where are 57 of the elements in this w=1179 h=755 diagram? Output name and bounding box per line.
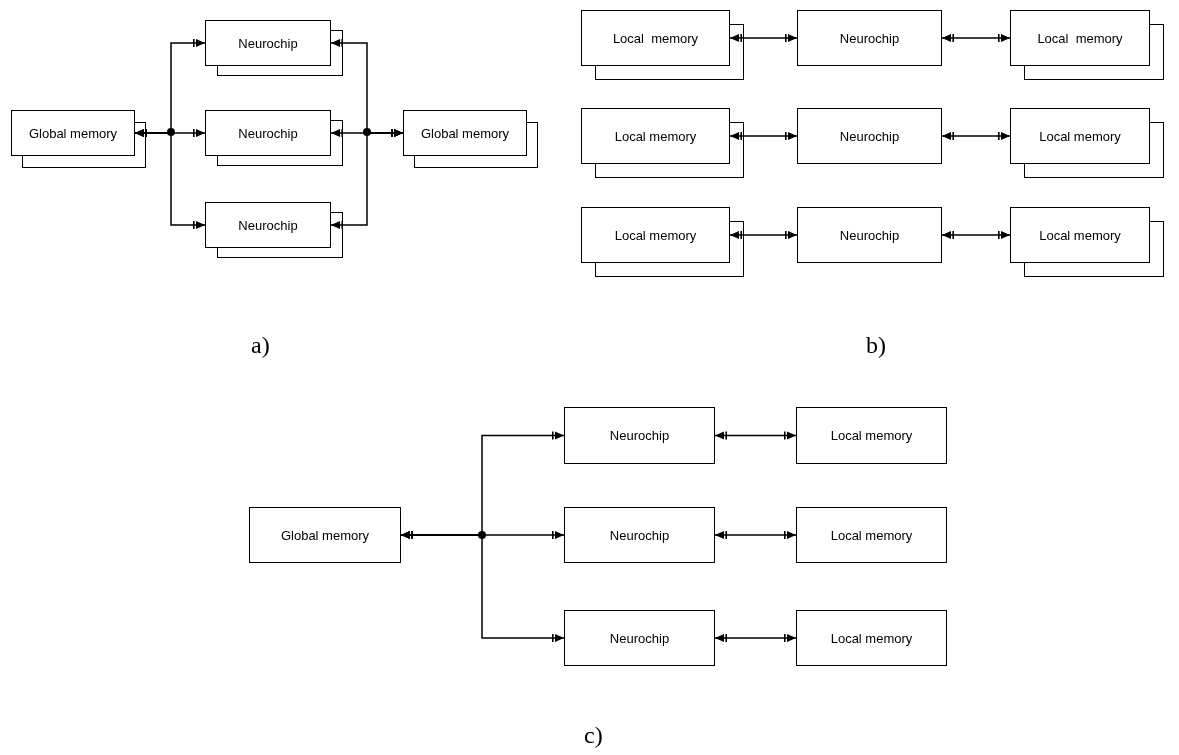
block-label: Neurochip — [839, 227, 900, 243]
double-arrow — [134, 129, 206, 229]
block-label: Global memory — [28, 125, 118, 141]
block-box — [403, 110, 527, 156]
double-arrow — [330, 129, 404, 229]
panel-label: c) — [584, 722, 603, 749]
block-label: Local memory — [1039, 128, 1121, 144]
block-box — [797, 207, 942, 263]
block-label: Global memory — [420, 125, 510, 141]
block-label: Local memory — [614, 227, 697, 243]
block-box — [205, 20, 331, 66]
double-arrow — [714, 531, 797, 539]
block-box — [581, 108, 730, 164]
double-arrow — [714, 431, 797, 440]
double-arrow — [714, 634, 797, 642]
double-arrow — [941, 34, 1011, 42]
block-box — [564, 610, 715, 666]
block-label: Neurochip — [609, 428, 670, 443]
block-box — [564, 507, 715, 563]
double-arrow — [729, 132, 798, 140]
block-box — [796, 507, 947, 563]
block-box — [1010, 108, 1150, 164]
double-arrow — [941, 231, 1011, 239]
block-box — [205, 202, 331, 248]
block-label: Local memory — [830, 428, 913, 443]
block-box — [797, 108, 942, 164]
block-box — [1010, 10, 1150, 66]
block-label: Neurochip — [839, 128, 900, 144]
block-box — [796, 407, 947, 464]
block-label: Neurochip — [609, 527, 670, 543]
block-box — [564, 407, 715, 464]
block-box — [1010, 207, 1150, 263]
block-box — [249, 507, 401, 563]
block-label: Local memory — [830, 630, 913, 646]
block-label: Neurochip — [609, 630, 670, 646]
block-label: Local memory — [612, 30, 699, 46]
block-label: Neurochip — [238, 217, 298, 233]
panel-label: b) — [866, 332, 886, 359]
double-arrow — [941, 132, 1011, 140]
double-arrow — [400, 531, 565, 642]
block-label: Neurochip — [238, 35, 298, 51]
double-arrow — [729, 34, 798, 42]
block-label: Local memory — [614, 128, 697, 144]
block-label: Local memory — [1037, 30, 1123, 46]
block-box — [796, 610, 947, 666]
block-box — [205, 110, 331, 156]
block-label: Global memory — [280, 527, 370, 543]
block-box — [11, 110, 135, 156]
block-box — [581, 207, 730, 263]
block-label: Neurochip — [238, 125, 298, 141]
block-label: Neurochip — [839, 30, 900, 46]
block-box — [797, 10, 942, 66]
double-arrow — [729, 231, 798, 239]
panel-label: a) — [251, 332, 270, 359]
block-box — [581, 10, 730, 66]
block-label: Local memory — [1039, 227, 1121, 243]
block-label: Local memory — [830, 527, 913, 543]
